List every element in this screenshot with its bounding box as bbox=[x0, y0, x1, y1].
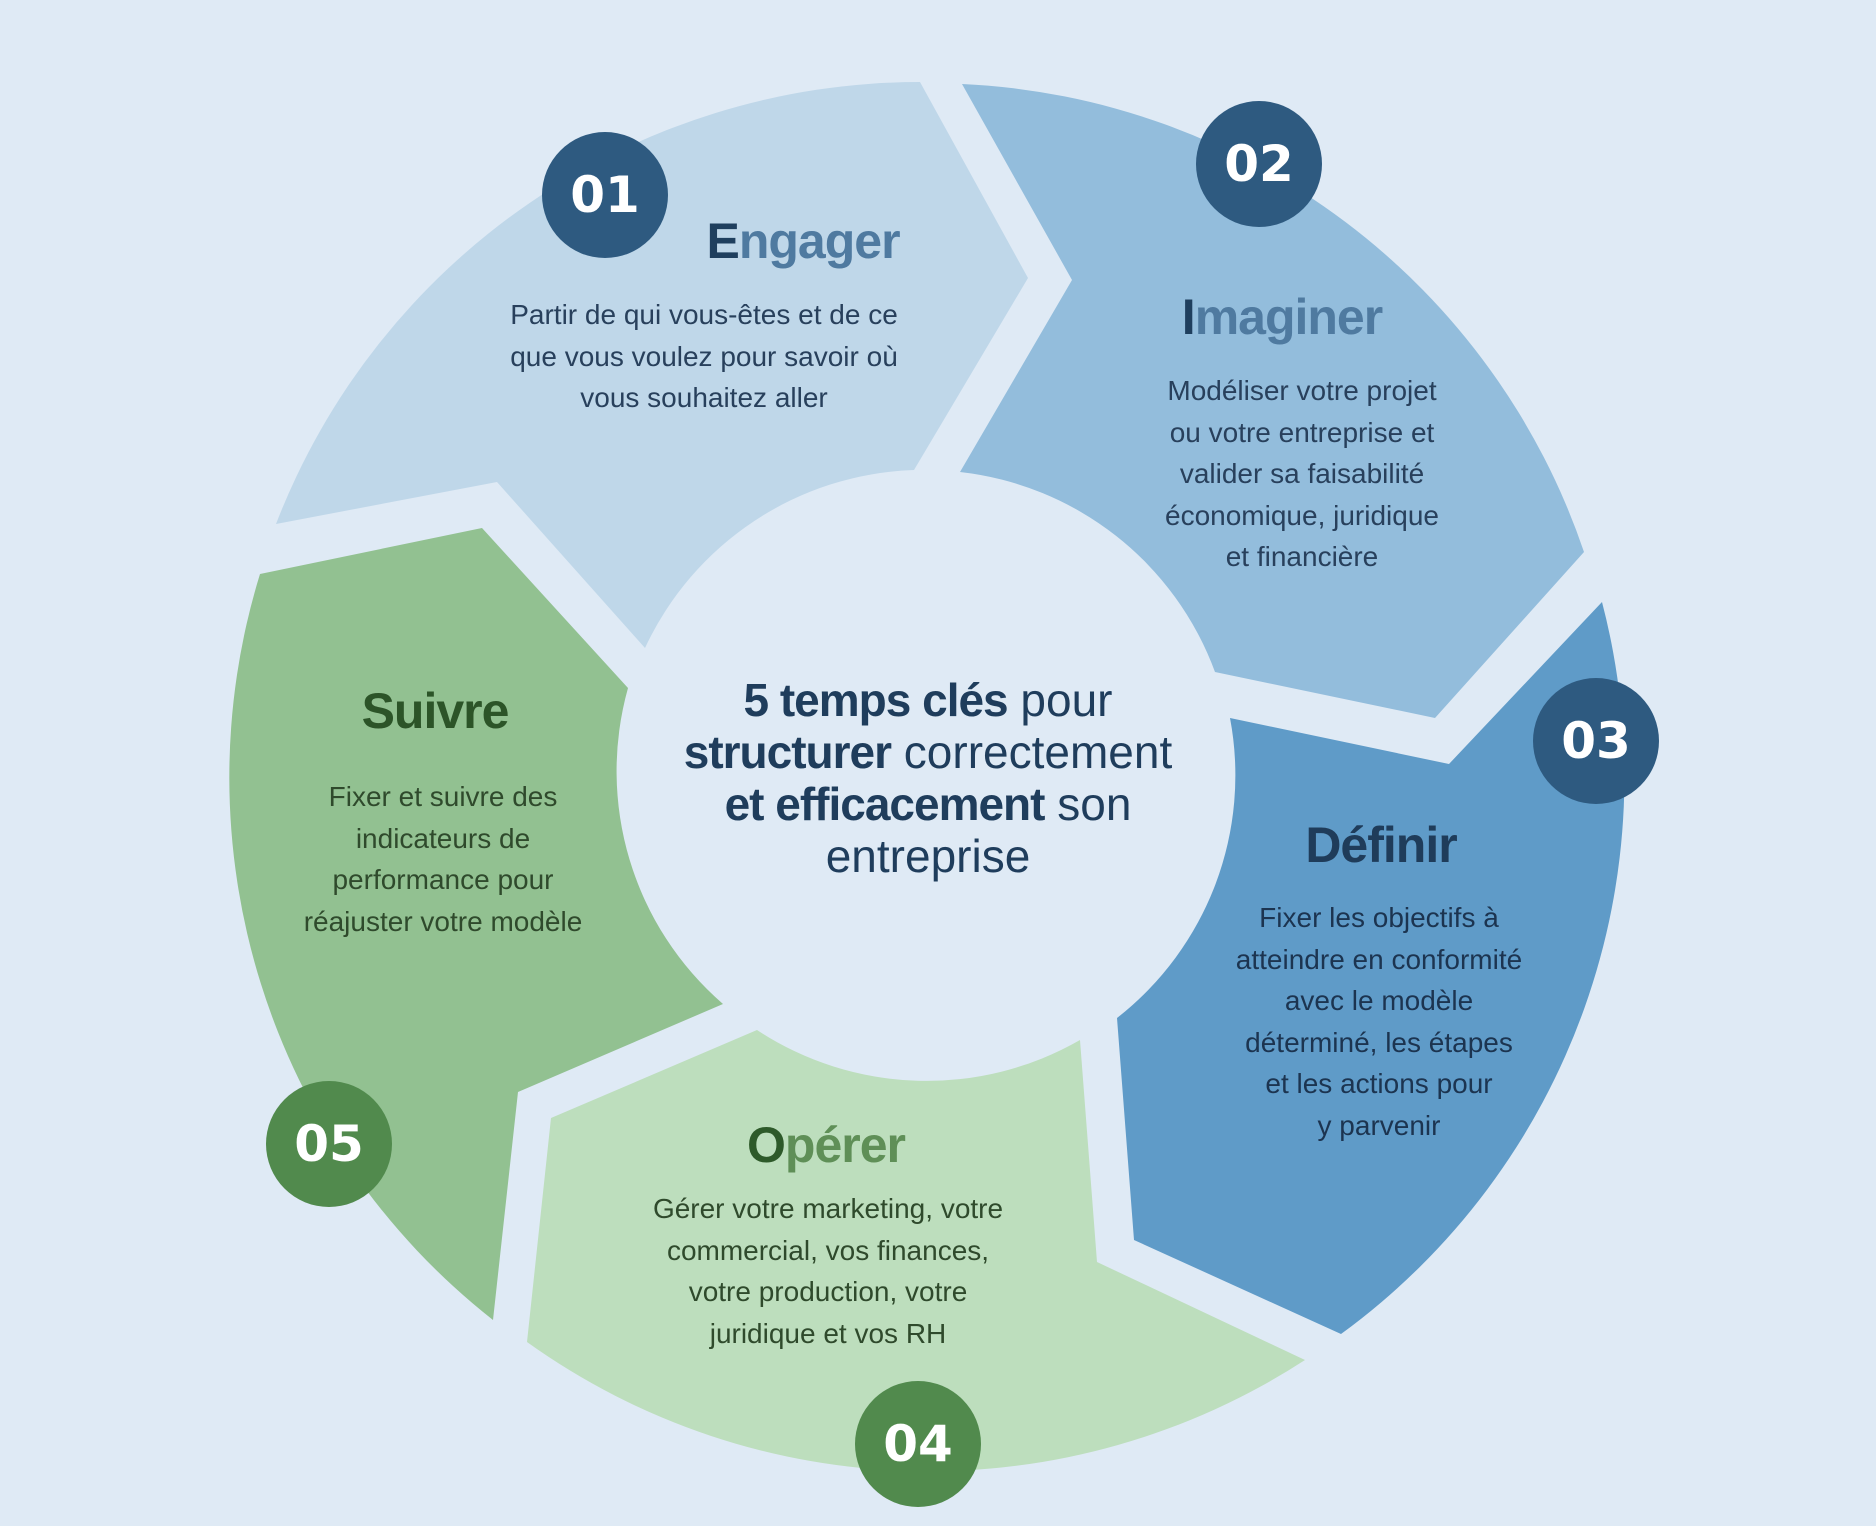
center-line3-bold: et efficacement bbox=[724, 778, 1046, 830]
step-01-title-rest: ngager bbox=[738, 213, 901, 269]
step-01-description: Partir de qui vous-êtes et de ce que vou… bbox=[510, 299, 898, 413]
segment-definir bbox=[1117, 602, 1625, 1334]
step-02-title-initial: I bbox=[1181, 289, 1196, 345]
step-05-description: Fixer et suivre des indicateurs de perfo… bbox=[303, 781, 583, 937]
step-04-title-initial: O bbox=[747, 1117, 786, 1173]
center-line1-bold: 5 temps clés bbox=[743, 674, 1008, 726]
step-02-description: Modéliser votre projet ou votre entrepri… bbox=[1165, 375, 1439, 572]
step-02-title-rest: maginer bbox=[1194, 289, 1384, 345]
step-04-title: Opérer bbox=[606, 1116, 1046, 1174]
center-line2-rest: correctement bbox=[891, 726, 1173, 778]
step-05-badge: 05 bbox=[266, 1081, 392, 1207]
segment-engager bbox=[276, 81, 1028, 648]
step-03-description: Fixer les objectifs à atteindre en confo… bbox=[1235, 902, 1523, 1141]
center-line4: entreprise bbox=[825, 830, 1031, 882]
step-04-description: Gérer votre marketing, votre commercial,… bbox=[652, 1193, 1004, 1349]
step-02-title: Imaginer bbox=[1062, 288, 1502, 346]
center-caption: 5 temps clés pour structurer correctemen… bbox=[628, 674, 1228, 882]
step-01-title-initial: E bbox=[706, 213, 739, 269]
center-line3-rest: son bbox=[1044, 778, 1132, 830]
step-02-badge: 02 bbox=[1196, 101, 1322, 227]
step-03-badge: 03 bbox=[1533, 678, 1659, 804]
step-01-title: Engager bbox=[583, 212, 1023, 270]
step-01-badge: 01 bbox=[542, 132, 668, 258]
step-04-title-rest: pérer bbox=[784, 1117, 906, 1173]
step-03-title: Définir bbox=[1161, 816, 1601, 874]
center-line2-bold: structurer bbox=[683, 726, 892, 778]
step-05-title-text: Suivre bbox=[361, 683, 510, 739]
step-03-title-text: Définir bbox=[1305, 817, 1457, 873]
center-line1-rest: pour bbox=[1007, 674, 1113, 726]
step-05-title: Suivre bbox=[215, 682, 655, 740]
segment-imaginer bbox=[960, 84, 1584, 718]
step-04-badge: 04 bbox=[855, 1381, 981, 1507]
segment-operer bbox=[527, 1030, 1305, 1472]
